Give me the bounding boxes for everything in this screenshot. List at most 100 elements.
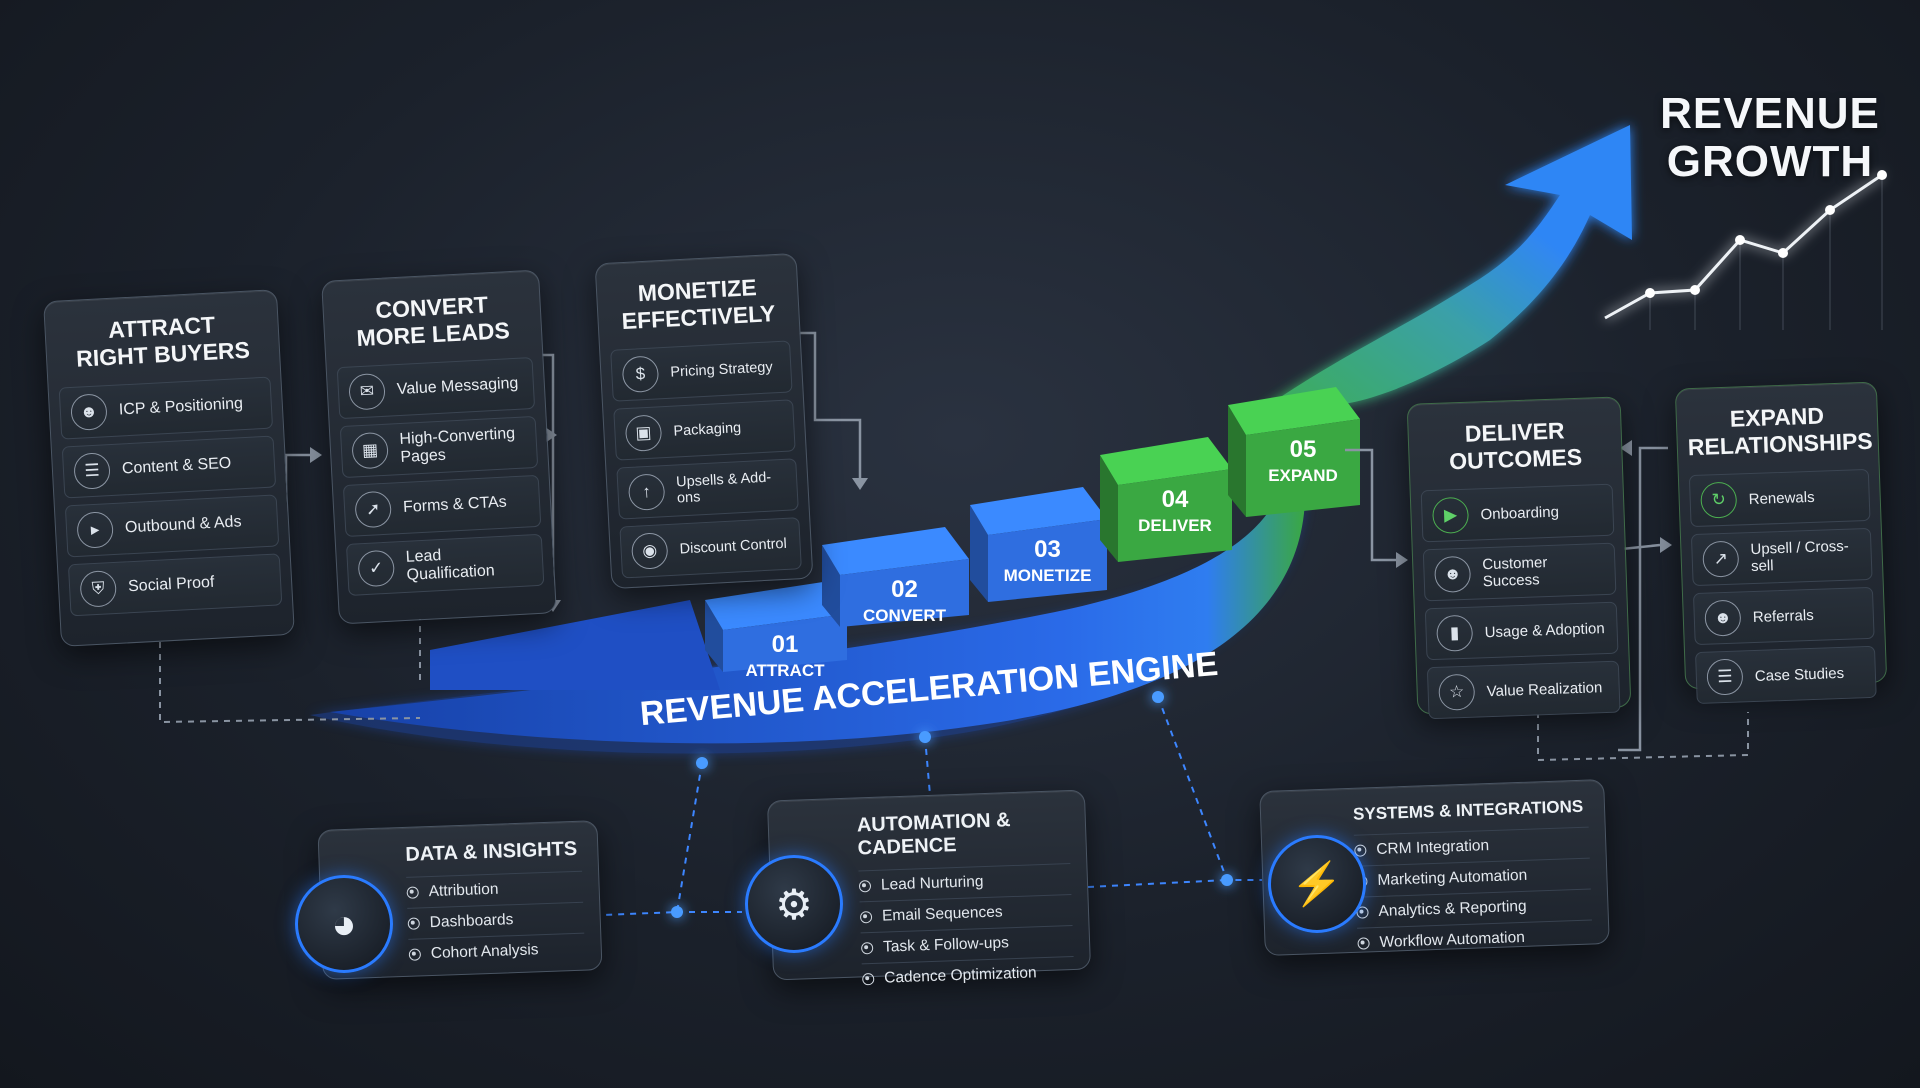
arrowhead-2 bbox=[545, 427, 557, 443]
step-side-face bbox=[705, 600, 723, 672]
box-icon: ▣ bbox=[624, 414, 663, 453]
dot-2 bbox=[919, 731, 931, 743]
megaphone-icon: ▸ bbox=[76, 511, 115, 549]
play-icon: ▶ bbox=[1431, 496, 1470, 534]
dollar-icon: $ bbox=[621, 355, 660, 394]
item-label: Upsell / Cross-sell bbox=[1750, 537, 1850, 576]
item-label: Customer Success bbox=[1482, 554, 1548, 591]
card-title: EXPAND RELATIONSHIPS bbox=[1687, 402, 1874, 461]
card-title: CONVERT MORE LEADS bbox=[355, 291, 511, 352]
mini-growth-chart bbox=[1604, 170, 1887, 330]
arrowhead-6 bbox=[1660, 537, 1672, 553]
step-front-face bbox=[840, 559, 969, 627]
list-item: ▶Onboarding bbox=[1420, 483, 1615, 543]
item-label: Cohort Analysis bbox=[430, 941, 539, 963]
arrowhead-1 bbox=[310, 447, 322, 463]
item-label: ICP & Positioning bbox=[118, 395, 244, 419]
step-number: 04 bbox=[1162, 486, 1189, 513]
list-item: ➚Forms & CTAs bbox=[342, 474, 542, 538]
list-item: ▮Usage & Adoption bbox=[1424, 601, 1619, 661]
trophy-icon: ☆ bbox=[1438, 673, 1476, 711]
card-title: SYSTEMS & INTEGRATIONS bbox=[1352, 796, 1584, 824]
plug-icon: ⚡ bbox=[1268, 835, 1366, 933]
dash-automation bbox=[924, 736, 931, 796]
list-item: ↻ Renewals bbox=[1688, 468, 1871, 528]
step-number: 02 bbox=[891, 576, 918, 603]
bullet-icon bbox=[858, 880, 872, 893]
card-title: AUTOMATION & CADENCE bbox=[856, 809, 1011, 860]
step-label: EXPAND bbox=[1268, 466, 1338, 485]
mini-chart-point-6 bbox=[1877, 170, 1887, 180]
list-item: ↗Upsell / Cross-sell bbox=[1690, 527, 1873, 587]
list-item: ⛨Social Proof bbox=[67, 553, 283, 617]
step-top-face bbox=[1228, 387, 1360, 435]
engine-rail-base bbox=[430, 600, 720, 690]
item-label: Upsells & Add-ons bbox=[675, 469, 772, 507]
item-label: Value Realization bbox=[1486, 678, 1603, 700]
list-item: ☰Content & SEO bbox=[61, 435, 277, 499]
mini-chart-point-1 bbox=[1645, 288, 1655, 298]
step-number: 01 bbox=[772, 631, 799, 658]
step-label: ATTRACT bbox=[746, 661, 826, 680]
dash-attract bbox=[159, 618, 421, 724]
step-number: 05 bbox=[1290, 436, 1317, 463]
item-label: Renewals bbox=[1748, 488, 1815, 508]
card-convert: CONVERT MORE LEADS ✉Value Messaging ▦Hig… bbox=[321, 269, 557, 625]
connector-arrowheads bbox=[310, 427, 1672, 612]
step-number: 03 bbox=[1034, 536, 1061, 563]
dash-data bbox=[603, 762, 703, 916]
card-title: ATTRACT RIGHT BUYERS bbox=[75, 311, 251, 372]
step-top-face bbox=[705, 582, 847, 630]
item-label: Forms & CTAs bbox=[402, 493, 508, 516]
item-label: Lead Nurturing bbox=[880, 873, 984, 894]
page-layout-icon: ▦ bbox=[351, 431, 390, 470]
document-icon: ☰ bbox=[73, 452, 111, 490]
step-top-face bbox=[970, 487, 1107, 535]
item-label: CRM Integration bbox=[1376, 837, 1490, 859]
step-front-face bbox=[723, 614, 847, 672]
item-label: Usage & Adoption bbox=[1484, 619, 1605, 641]
list-item: ✉Value Messaging bbox=[336, 356, 536, 420]
card-monetize: MONETIZE EFFECTIVELY $Pricing Strategy ▣… bbox=[594, 252, 814, 590]
connector-rail-deliver bbox=[1345, 448, 1396, 562]
dash-deliver bbox=[1537, 700, 1749, 762]
card-attract: ATTRACT RIGHT BUYERS ☻ICP & Positioning … bbox=[43, 289, 295, 647]
mini-chart-point-5 bbox=[1825, 205, 1835, 215]
card-title: DELIVER OUTCOMES bbox=[1448, 417, 1583, 475]
card-title: MONETIZE EFFECTIVELY bbox=[621, 274, 777, 335]
connector-dots bbox=[671, 691, 1233, 918]
dot-4 bbox=[671, 906, 683, 918]
users-icon: ☻ bbox=[1704, 599, 1742, 637]
user-icon: ☻ bbox=[1433, 555, 1472, 593]
item-label: Value Messaging bbox=[396, 374, 519, 399]
bullet-icon bbox=[408, 948, 422, 961]
bullet-icon bbox=[859, 911, 873, 924]
step-front-face bbox=[1118, 469, 1232, 562]
list-item: $Pricing Strategy bbox=[610, 340, 793, 402]
step-front-face bbox=[1246, 419, 1360, 517]
check-circle-icon: ✓ bbox=[357, 549, 396, 588]
step-side-face bbox=[822, 545, 840, 627]
steps-group: 01ATTRACT02CONVERT03MONETIZE04DELIVER05E… bbox=[705, 387, 1360, 680]
list-item: ▦High-Converting Pages bbox=[339, 415, 539, 479]
list-item: ☆ Value Realization bbox=[1426, 660, 1621, 720]
bullet-icon bbox=[1357, 937, 1370, 950]
step-label: CONVERT bbox=[863, 606, 947, 625]
bullet-icon bbox=[407, 917, 421, 930]
list-item: ▣Packaging bbox=[613, 399, 796, 461]
step-front-face bbox=[988, 519, 1107, 602]
connector-expand-bottom bbox=[1618, 446, 1668, 752]
item-label: Dashboards bbox=[429, 911, 514, 932]
refresh-icon: ↻ bbox=[1700, 481, 1738, 519]
list-item: ▸Outbound & Ads bbox=[64, 494, 280, 558]
clipboard-icon: ☰ bbox=[1706, 658, 1744, 696]
mini-chart-point-3 bbox=[1735, 235, 1745, 245]
step-top-face bbox=[822, 527, 969, 575]
list-item: ☻ Customer Success bbox=[1422, 542, 1617, 602]
step-side-face bbox=[1100, 455, 1118, 562]
